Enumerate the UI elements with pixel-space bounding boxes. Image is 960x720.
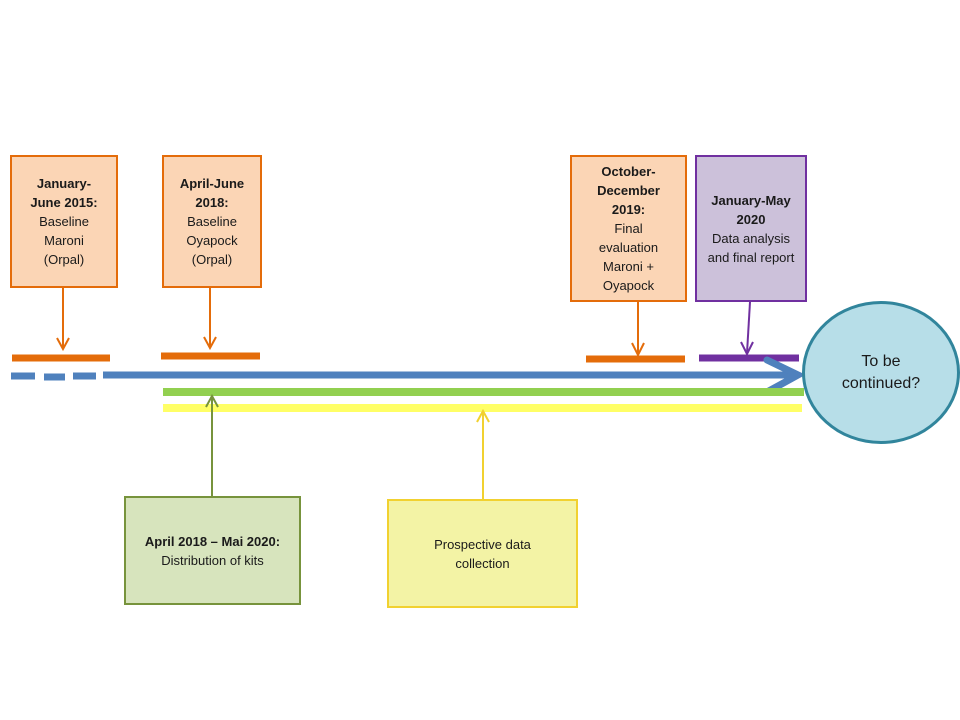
baseline-oyapock-line-2: Oyapock [186, 233, 238, 248]
baseline-maroni-line-2: Maroni [44, 233, 84, 248]
baseline-oyapock-line-3: (Orpal) [191, 252, 233, 267]
timeline-axis [11, 356, 806, 396]
distribution-box: April 2018 – Mai 2020: Distribution of k… [124, 496, 301, 605]
connector-distribution-arrow [205, 393, 219, 496]
data-analysis-box: January-May 2020 Data analysis and final… [695, 155, 807, 302]
prospective-line-1: Prospective data collection [434, 536, 531, 571]
connector-data-analysis-arrow [740, 301, 754, 357]
data-analysis-title: January-May 2020 [711, 192, 791, 227]
baseline-maroni-title: January-June 2015: [30, 176, 98, 210]
distribution-title: April 2018 – Mai 2020: [144, 533, 281, 549]
connector-oyapock-arrow [203, 288, 217, 351]
data-analysis-line-1: Data analysis and final report [707, 230, 795, 265]
distribution-line-1: Distribution of kits [161, 552, 264, 568]
baseline-maroni-line-3: (Orpal) [43, 252, 85, 267]
final-evaluation-title: October-December 2019: [597, 164, 660, 217]
prospective-box: Prospective data collection [387, 499, 578, 608]
timeline-arrowhead [763, 356, 806, 396]
connector-prospective-arrow [476, 408, 490, 499]
connector-maroni-arrow [56, 288, 70, 352]
baseline-oyapock-box: April-June 2018: Baseline Oyapock (Orpal… [162, 155, 262, 288]
connector-final-evaluation-arrow [631, 302, 645, 358]
baseline-oyapock-line-1: Baseline [187, 214, 237, 229]
final-evaluation-line-3: Oyapock [602, 278, 655, 293]
baseline-maroni-box: January-June 2015: Baseline Maroni (Orpa… [10, 155, 118, 288]
final-evaluation-line-1: Final evaluation [598, 221, 659, 255]
to-be-continued-circle: To be continued? [802, 301, 960, 444]
to-be-continued-label: To be continued? [841, 352, 921, 392]
baseline-oyapock-title: April-June 2018: [179, 176, 245, 210]
baseline-maroni-line-1: Baseline [39, 214, 89, 229]
final-evaluation-box: October-December 2019: Final evaluation … [570, 155, 687, 302]
final-evaluation-line-2: Maroni + [603, 259, 654, 274]
